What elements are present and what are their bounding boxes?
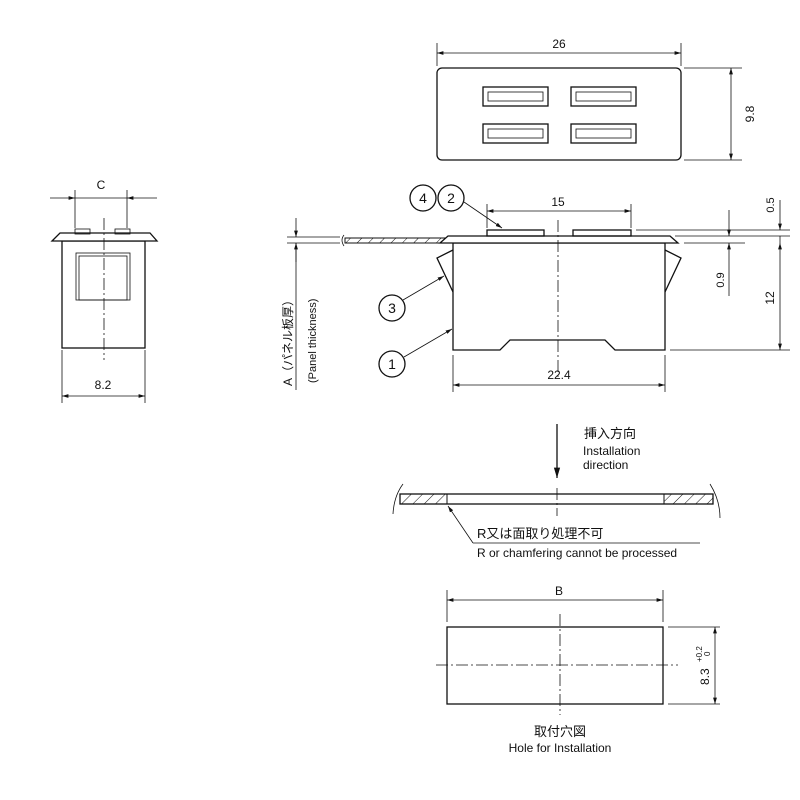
hole-outline bbox=[446, 626, 664, 705]
dim-12: 12 bbox=[763, 291, 777, 305]
note-jp: R又は面取り処理不可 bbox=[477, 526, 603, 541]
panel-thickness-jp: A（パネル板厚） bbox=[281, 294, 295, 386]
hole-title-jp: 取付穴図 bbox=[534, 724, 586, 739]
callout-3: 3 bbox=[378, 294, 406, 322]
hole-title-en: Hole for Installation bbox=[509, 741, 612, 755]
front-view: 15 22.4 0.5 12 0.9 A（パネル板厚） (Panel thick… bbox=[281, 184, 790, 392]
dim-0-9: 0.9 bbox=[715, 272, 727, 287]
dim-22-4: 22.4 bbox=[547, 368, 571, 382]
direction-jp: 挿入方向 bbox=[584, 426, 636, 441]
hole-drawing: B 8.3 +0.2 0 取付穴図 Hole for Installation bbox=[436, 584, 720, 755]
note-en: R or chamfering cannot be processed bbox=[477, 546, 677, 560]
tol-upper: +0.2 bbox=[695, 646, 704, 662]
dim-c: C bbox=[97, 178, 106, 192]
svg-text:3: 3 bbox=[388, 300, 396, 316]
svg-text:4: 4 bbox=[419, 190, 427, 206]
dim-15: 15 bbox=[551, 195, 565, 209]
callout-1: 1 bbox=[378, 350, 406, 378]
top-view: 26 9.8 bbox=[436, 37, 757, 161]
dim-8-3: 8.3 bbox=[698, 668, 712, 685]
dim-9-8: 9.8 bbox=[743, 105, 757, 122]
installation-section: 挿入方向 Installation direction R又は面取り処理不可 R… bbox=[392, 424, 721, 560]
tol-lower: 0 bbox=[703, 651, 712, 656]
body bbox=[452, 242, 666, 351]
flange bbox=[438, 235, 680, 244]
svg-text:8.3: 8.3 bbox=[698, 668, 712, 685]
svg-text:1: 1 bbox=[388, 356, 396, 372]
callout-4: 4 bbox=[409, 184, 437, 212]
callout-2: 2 bbox=[437, 184, 465, 212]
panel-section bbox=[344, 237, 454, 244]
dim-26: 26 bbox=[552, 37, 566, 51]
svg-text:2: 2 bbox=[447, 190, 455, 206]
top-view-outline bbox=[436, 67, 682, 161]
dim-0-5: 0.5 bbox=[765, 197, 777, 212]
direction-en-2: direction bbox=[583, 458, 628, 472]
panel-thickness-en: (Panel thickness) bbox=[307, 299, 319, 383]
side-view: C 8.2 bbox=[50, 178, 159, 403]
dim-b: B bbox=[555, 584, 563, 598]
slots bbox=[482, 86, 637, 144]
dim-8-2: 8.2 bbox=[95, 378, 112, 392]
direction-en-1: Installation bbox=[583, 444, 640, 458]
